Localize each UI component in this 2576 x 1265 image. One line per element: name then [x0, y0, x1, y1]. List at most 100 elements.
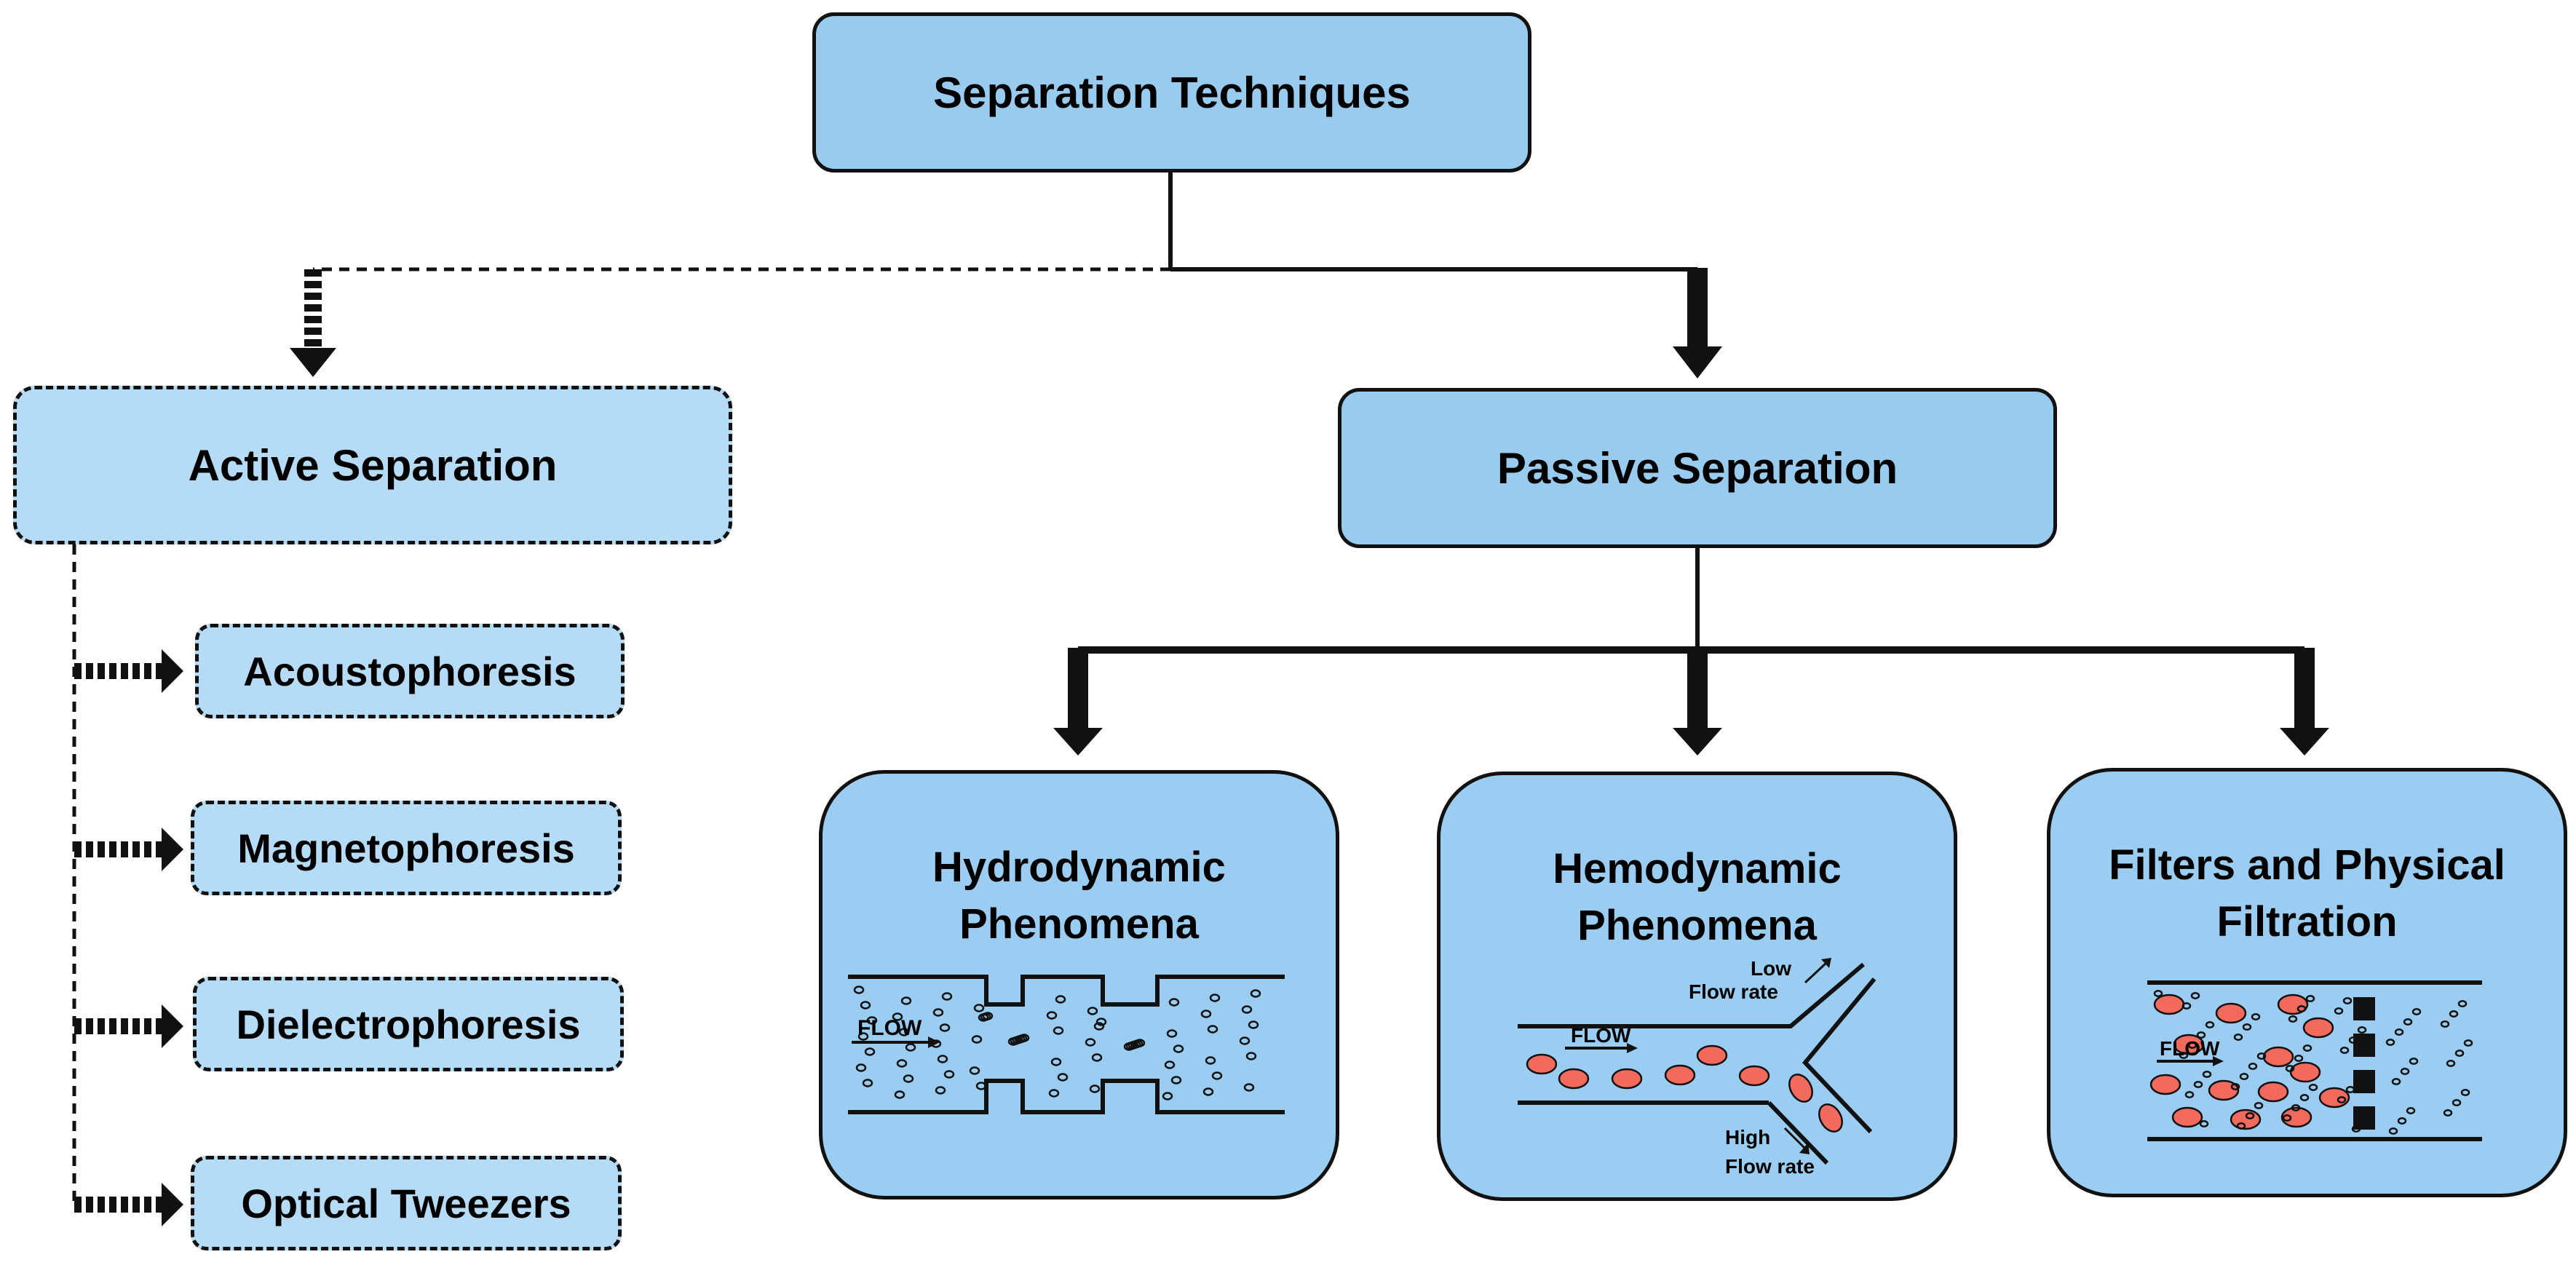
particle — [1209, 994, 1221, 1002]
particle — [1245, 1052, 1257, 1060]
hemo-flow-label: FLOW — [1571, 1024, 1631, 1047]
particle — [2184, 1091, 2195, 1098]
active-item-optical-tweezers: Optical Tweezers — [191, 1156, 622, 1250]
hydrodynamic-node: Hydrodynamic Phenomena — [819, 770, 1339, 1199]
particle — [941, 992, 953, 1001]
particle — [2179, 1052, 2189, 1059]
hemo-low-label: Low — [1751, 957, 1791, 980]
active-item-arrow-2 — [74, 828, 183, 871]
particle — [1095, 1018, 1107, 1026]
particle — [2388, 1127, 2398, 1135]
particle — [2230, 1083, 2240, 1090]
particle — [2449, 1010, 2459, 1018]
particle — [2391, 1078, 2401, 1085]
active-dashed-arrow — [290, 269, 336, 377]
particle — [1085, 1038, 1096, 1047]
particle — [2460, 1089, 2470, 1096]
particle — [1166, 1029, 1178, 1038]
hemo-high-flowrate-label: Flow rate — [1725, 1155, 1815, 1178]
particle — [903, 1074, 914, 1083]
particle — [2181, 1002, 2192, 1010]
particle — [2245, 1112, 2255, 1119]
particle — [1164, 1060, 1176, 1069]
particle — [1050, 1058, 1062, 1066]
filtration-title: Filters and Physical Filtration — [2109, 841, 2505, 945]
hemo-high-label: High — [1725, 1126, 1770, 1149]
particle — [2409, 1058, 2419, 1065]
particle — [2400, 1068, 2410, 1075]
particle — [1134, 1039, 1146, 1047]
passive-child-arrow-1 — [1053, 648, 1103, 756]
particle — [973, 1004, 985, 1012]
particle — [1207, 1025, 1218, 1034]
particle — [2403, 1018, 2413, 1026]
particle — [1250, 989, 1261, 998]
hemodynamic-illustration: FLOW Low Flow rate High Flow rate — [1518, 957, 1876, 1178]
particle — [1089, 1084, 1101, 1093]
particle — [2411, 1008, 2422, 1015]
particle — [1248, 1020, 1259, 1029]
particle — [935, 1086, 946, 1095]
particle — [943, 1070, 955, 1079]
particle — [2239, 1073, 2249, 1080]
active-item-label: Dielectrophoresis — [236, 1001, 581, 1047]
particle — [1173, 1044, 1184, 1053]
passive-child-arrow-2 — [1673, 648, 1722, 756]
particle — [2233, 1034, 2243, 1041]
particle — [2196, 1031, 2206, 1039]
particle — [2308, 1084, 2318, 1091]
particle — [1243, 1083, 1255, 1092]
particle — [2354, 1076, 2364, 1083]
hydrodynamic-illustration: FLOW — [848, 975, 1285, 1114]
particle — [971, 1035, 983, 1044]
particle — [2153, 990, 2163, 997]
particle — [853, 986, 865, 994]
particle — [2457, 1000, 2468, 1007]
active-separation-node: Active Separation — [13, 386, 732, 544]
particle — [2254, 1102, 2264, 1109]
active-separation-label: Active Separation — [188, 440, 558, 490]
filter-flow-label: FLOW — [2160, 1037, 2220, 1060]
active-item-label: Acoustophoresis — [243, 648, 576, 694]
particle — [1168, 998, 1180, 1007]
particle — [1200, 1010, 1212, 1018]
particle — [2337, 1096, 2347, 1103]
particle — [2291, 1104, 2301, 1111]
active-item-arrow-3 — [74, 1004, 183, 1048]
particle — [975, 1082, 987, 1090]
particle — [982, 1012, 994, 1020]
particle — [969, 1066, 980, 1075]
particle — [2193, 1081, 2203, 1088]
particle — [862, 1079, 873, 1087]
particle — [1048, 1089, 1060, 1098]
hydrodynamic-title: Hydrodynamic Phenomena — [932, 844, 1226, 948]
particle — [2199, 1120, 2209, 1127]
particle — [1241, 1005, 1253, 1014]
particle — [2342, 997, 2353, 1004]
particle — [2351, 1125, 2361, 1133]
particle — [900, 996, 912, 1005]
particle — [2305, 995, 2315, 1002]
particle — [860, 1001, 871, 1010]
particle — [2345, 1086, 2355, 1093]
particle — [1057, 1073, 1069, 1082]
particle — [2360, 1115, 2370, 1122]
passive-separation-node: Passive Separation — [1338, 388, 2057, 548]
particle — [1053, 1026, 1064, 1035]
hemo-low-flowrate-label: Flow rate — [1689, 980, 1778, 1003]
particle — [2202, 1071, 2212, 1078]
filtration-illustration: FLOW — [2147, 980, 2482, 1141]
particle — [2205, 1021, 2215, 1028]
particle — [1202, 1087, 1214, 1096]
particle — [1087, 1007, 1098, 1015]
particle — [2406, 1107, 2416, 1114]
particle — [2302, 1044, 2313, 1052]
particle — [892, 1012, 903, 1021]
particle — [2454, 1050, 2465, 1057]
active-item-acoustophoresis: Acoustophoresis — [195, 624, 625, 718]
particle — [2187, 1042, 2197, 1049]
particle — [1091, 1053, 1103, 1062]
particle — [1239, 1036, 1251, 1045]
particle — [2334, 1007, 2344, 1015]
